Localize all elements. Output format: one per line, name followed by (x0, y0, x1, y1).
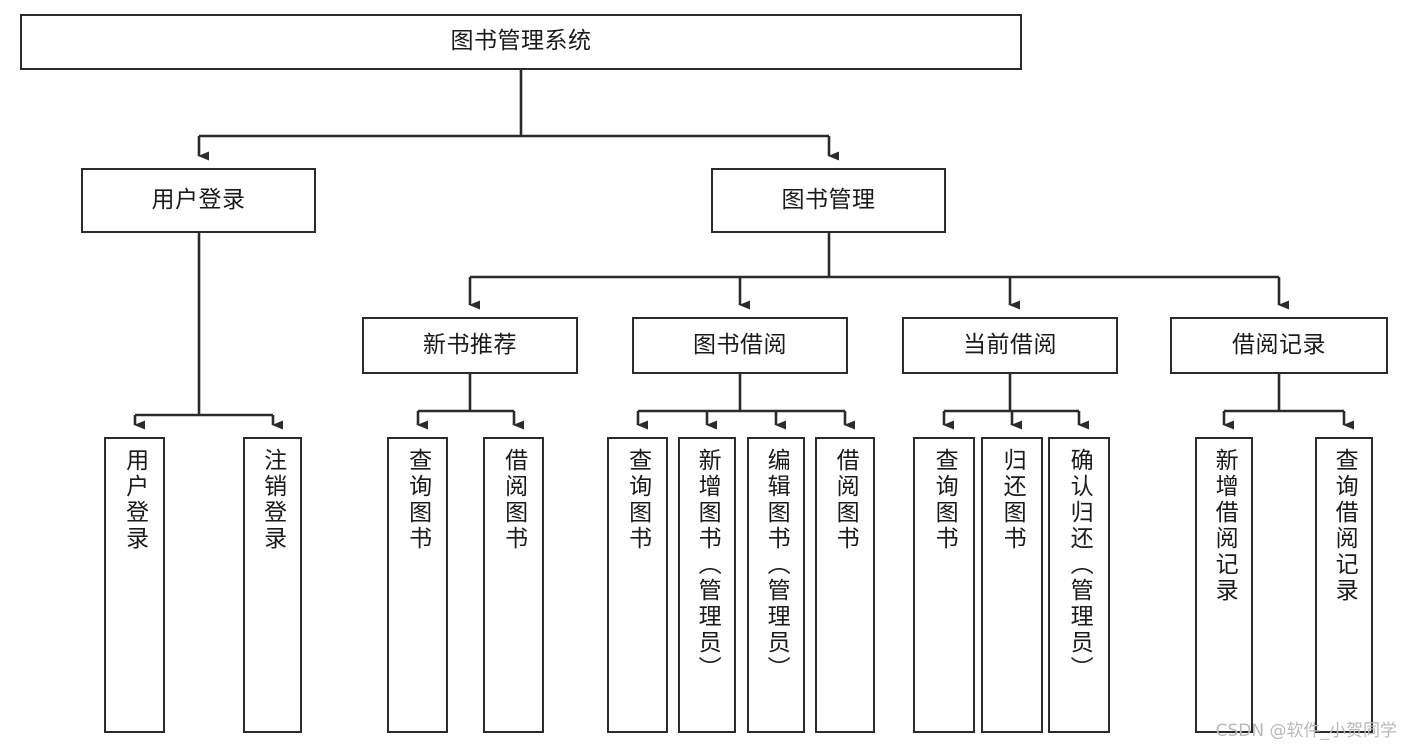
node-leaf-query-book-3[interactable]: 查询图书 (913, 437, 975, 733)
node-new-book-rec[interactable]: 新书推荐 (362, 317, 578, 374)
node-root[interactable]: 图书管理系统 (20, 14, 1022, 70)
node-leaf-return-book[interactable]: 归还图书 (981, 437, 1043, 733)
node-label: 新书推荐 (423, 331, 517, 358)
node-borrow-record[interactable]: 借阅记录 (1170, 317, 1388, 374)
node-label: 编辑图书（管理员） (763, 448, 790, 682)
node-label: 用户登录 (121, 448, 148, 552)
node-leaf-borrow-book-1[interactable]: 借阅图书 (483, 437, 544, 733)
watermark-text: CSDN @软件_小贺同学 (1215, 721, 1397, 741)
node-label: 新增图书（管理员） (694, 448, 721, 682)
node-leaf-query-record[interactable]: 查询借阅记录 (1315, 437, 1373, 733)
node-label: 图书借阅 (693, 331, 787, 358)
node-label: 查询图书 (404, 448, 431, 552)
node-label: 查询图书 (931, 448, 958, 552)
node-book-borrow[interactable]: 图书借阅 (632, 317, 848, 374)
node-label: 借阅记录 (1232, 331, 1326, 358)
node-leaf-add-record[interactable]: 新增借阅记录 (1195, 437, 1253, 733)
node-leaf-edit-book[interactable]: 编辑图书（管理员） (747, 437, 805, 733)
node-label: 图书管理系统 (450, 28, 592, 55)
node-label: 确认归还（管理员） (1066, 448, 1093, 682)
node-label: 注销登录 (259, 448, 286, 552)
node-label: 新增借阅记录 (1211, 448, 1238, 604)
node-current-borrow[interactable]: 当前借阅 (902, 317, 1118, 374)
node-user-login[interactable]: 用户登录 (81, 168, 316, 233)
node-leaf-query-book-2[interactable]: 查询图书 (607, 437, 668, 733)
node-label: 当前借阅 (963, 331, 1057, 358)
node-label: 用户登录 (151, 186, 246, 213)
node-leaf-add-book[interactable]: 新增图书（管理员） (678, 437, 736, 733)
node-label: 归还图书 (999, 448, 1026, 552)
node-leaf-logout[interactable]: 注销登录 (243, 437, 302, 733)
node-label: 借阅图书 (832, 448, 859, 552)
node-label: 借阅图书 (500, 448, 527, 552)
node-leaf-borrow-book-2[interactable]: 借阅图书 (815, 437, 875, 733)
node-label: 图书管理 (781, 186, 876, 213)
node-book-manage[interactable]: 图书管理 (711, 168, 946, 233)
node-label: 查询借阅记录 (1331, 448, 1358, 604)
node-leaf-user-login[interactable]: 用户登录 (104, 437, 165, 733)
node-leaf-confirm-return[interactable]: 确认归还（管理员） (1048, 437, 1110, 733)
node-label: 查询图书 (624, 448, 651, 552)
node-leaf-query-book-1[interactable]: 查询图书 (387, 437, 448, 733)
